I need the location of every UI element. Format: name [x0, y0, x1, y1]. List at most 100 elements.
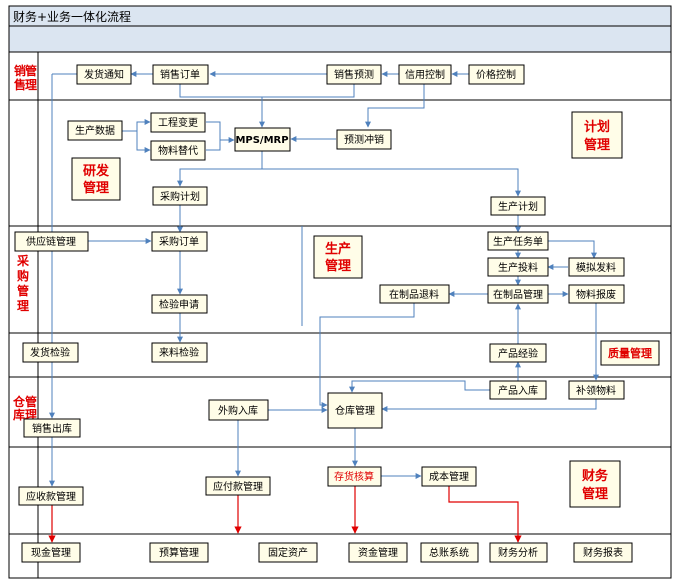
box-moni-fali[interactable]: 模拟发料	[568, 257, 625, 277]
svg-text:仓库管理: 仓库管理	[335, 404, 375, 417]
svg-text:管理: 管理	[325, 258, 351, 274]
dept-rnd: 研发 管理	[71, 157, 121, 201]
svg-text:管: 管	[17, 283, 29, 298]
svg-text:物料替代: 物料替代	[158, 144, 198, 157]
box-gongcheng-biangeng[interactable]: 工程变更	[150, 112, 206, 133]
svg-text:生产计划: 生产计划	[498, 200, 538, 213]
box-zaizhipin-guanli[interactable]: 在制品管理	[487, 284, 549, 304]
box-yuce-chongxiao[interactable]: 预测冲销	[336, 129, 392, 150]
svg-text:生产投料: 生产投料	[498, 261, 538, 274]
svg-text:库: 库	[13, 407, 25, 422]
svg-text:管理: 管理	[83, 180, 109, 196]
box-yusuan[interactable]: 预算管理	[149, 542, 209, 563]
svg-text:理: 理	[25, 78, 37, 92]
box-gongyinglian[interactable]: 供应链管理	[14, 231, 89, 252]
svg-text:存货核算: 存货核算	[334, 470, 374, 483]
red-connectors	[48, 486, 522, 543]
box-shengchan-renwudan[interactable]: 生产任务单	[487, 231, 549, 251]
header-strip	[8, 25, 672, 53]
svg-text:供应链管理: 供应链管理	[26, 235, 76, 248]
box-yingfu[interactable]: 应付款管理	[205, 476, 271, 496]
svg-text:购: 购	[17, 268, 29, 283]
band-label-warehouse: 仓 管 库 理	[12, 394, 37, 422]
svg-text:预算管理: 预算管理	[159, 546, 199, 559]
band-label-sales: 销 管 售 理	[14, 63, 37, 92]
box-caiwu-fenxi[interactable]: 财务分析	[489, 542, 548, 563]
box-caigou-jihua[interactable]: 采购计划	[152, 186, 208, 206]
svg-text:价格控制: 价格控制	[476, 68, 516, 81]
svg-text:固定资产: 固定资产	[268, 546, 308, 559]
svg-text:生产数据: 生产数据	[75, 124, 115, 137]
svg-text:售: 售	[14, 77, 26, 92]
box-cangku-guanli[interactable]: 仓库管理	[327, 392, 383, 429]
svg-text:理: 理	[17, 299, 29, 313]
svg-text:现金管理: 现金管理	[31, 546, 71, 559]
box-fahuo-jianyan[interactable]: 发货检验	[22, 342, 79, 363]
svg-text:工程变更: 工程变更	[158, 116, 198, 129]
box-cunhuo-hesuan[interactable]: 存货核算	[327, 466, 382, 487]
svg-text:成本管理: 成本管理	[429, 470, 469, 483]
box-shengchan-touliao[interactable]: 生产投料	[487, 257, 549, 277]
box-shengchan-jihua[interactable]: 生产计划	[490, 196, 546, 216]
box-zijin[interactable]: 资金管理	[348, 542, 408, 563]
svg-text:应付款管理: 应付款管理	[213, 480, 263, 493]
svg-text:MPS/MRP: MPS/MRP	[235, 135, 288, 146]
box-zaizhipin-tuiliao[interactable]: 在制品退料	[379, 284, 450, 304]
svg-text:物料报废: 物料报废	[576, 288, 616, 301]
box-xianjin[interactable]: 现金管理	[21, 542, 81, 563]
box-caiwu-baobiao[interactable]: 财务报表	[573, 542, 633, 563]
svg-text:采: 采	[16, 253, 29, 268]
box-guding-zichan[interactable]: 固定资产	[258, 542, 318, 563]
box-xiaoshou-dingdan[interactable]: 销售订单	[152, 64, 209, 85]
svg-text:补领物料: 补领物料	[576, 384, 616, 397]
box-caigou-dingdan[interactable]: 采购订单	[151, 231, 208, 252]
svg-text:管理: 管理	[582, 486, 608, 502]
svg-text:在制品管理: 在制品管理	[493, 288, 543, 301]
svg-text:生产任务单: 生产任务单	[493, 235, 543, 248]
svg-text:财务分析: 财务分析	[498, 546, 538, 559]
band-label-purchase: 采 购 管 理	[16, 253, 29, 313]
svg-text:在制品退料: 在制品退料	[389, 288, 439, 301]
box-mps-mrp[interactable]: MPS/MRP	[234, 127, 291, 152]
box-wuliao-tidai[interactable]: 物料替代	[150, 140, 206, 161]
box-jianyan-shenqing[interactable]: 检验申请	[151, 294, 208, 314]
box-chanpin-jingyan[interactable]: 产品经验	[489, 343, 547, 363]
box-shengchan-shuju[interactable]: 生产数据	[67, 120, 123, 141]
box-chanpin-ruku[interactable]: 产品入库	[489, 380, 547, 400]
svg-text:采购订单: 采购订单	[159, 235, 199, 248]
box-xiaoshou-chuku[interactable]: 销售出库	[23, 418, 81, 438]
svg-text:产品入库: 产品入库	[498, 384, 538, 397]
svg-text:总账系统: 总账系统	[429, 546, 469, 559]
box-buling-wuliao[interactable]: 补领物料	[568, 380, 625, 400]
svg-text:发货检验: 发货检验	[30, 346, 70, 359]
svg-text:销: 销	[14, 63, 26, 78]
svg-text:仓: 仓	[12, 394, 26, 409]
svg-text:管: 管	[25, 394, 37, 409]
box-jiage-kongzhi[interactable]: 价格控制	[468, 64, 525, 85]
svg-text:采购计划: 采购计划	[160, 190, 200, 203]
dept-plan: 计划 管理	[571, 111, 623, 159]
dept-finance: 财务 管理	[569, 460, 621, 508]
box-lailiao-jianyan[interactable]: 来料检验	[151, 342, 208, 363]
box-fahuo-tongzhi[interactable]: 发货通知	[76, 64, 132, 85]
box-wuliao-baofei[interactable]: 物料报废	[568, 284, 625, 304]
svg-text:来料检验: 来料检验	[159, 346, 199, 359]
svg-text:外购入库: 外购入库	[218, 404, 258, 417]
box-yingshou[interactable]: 应收款管理	[18, 486, 84, 506]
svg-text:研发: 研发	[83, 163, 110, 179]
box-xiaoshou-yuce[interactable]: 销售预测	[326, 64, 382, 85]
svg-text:质量管理: 质量管理	[608, 346, 652, 360]
box-xinyong-kongzhi[interactable]: 信用控制	[398, 64, 452, 85]
dept-production: 生产 管理	[313, 235, 363, 279]
svg-text:管: 管	[25, 63, 37, 78]
svg-text:预测冲销: 预测冲销	[344, 133, 384, 146]
svg-text:产品经验: 产品经验	[498, 347, 538, 360]
box-zongzhang[interactable]: 总账系统	[420, 542, 479, 563]
box-waigou-ruku[interactable]: 外购入库	[208, 399, 269, 421]
svg-text:计划: 计划	[584, 119, 610, 135]
box-chengben-guanli[interactable]: 成本管理	[421, 466, 477, 487]
svg-text:模拟发料: 模拟发料	[576, 261, 616, 274]
svg-text:信用控制: 信用控制	[405, 68, 445, 81]
svg-text:财务报表: 财务报表	[583, 546, 623, 559]
svg-text:应收款管理: 应收款管理	[26, 490, 76, 503]
